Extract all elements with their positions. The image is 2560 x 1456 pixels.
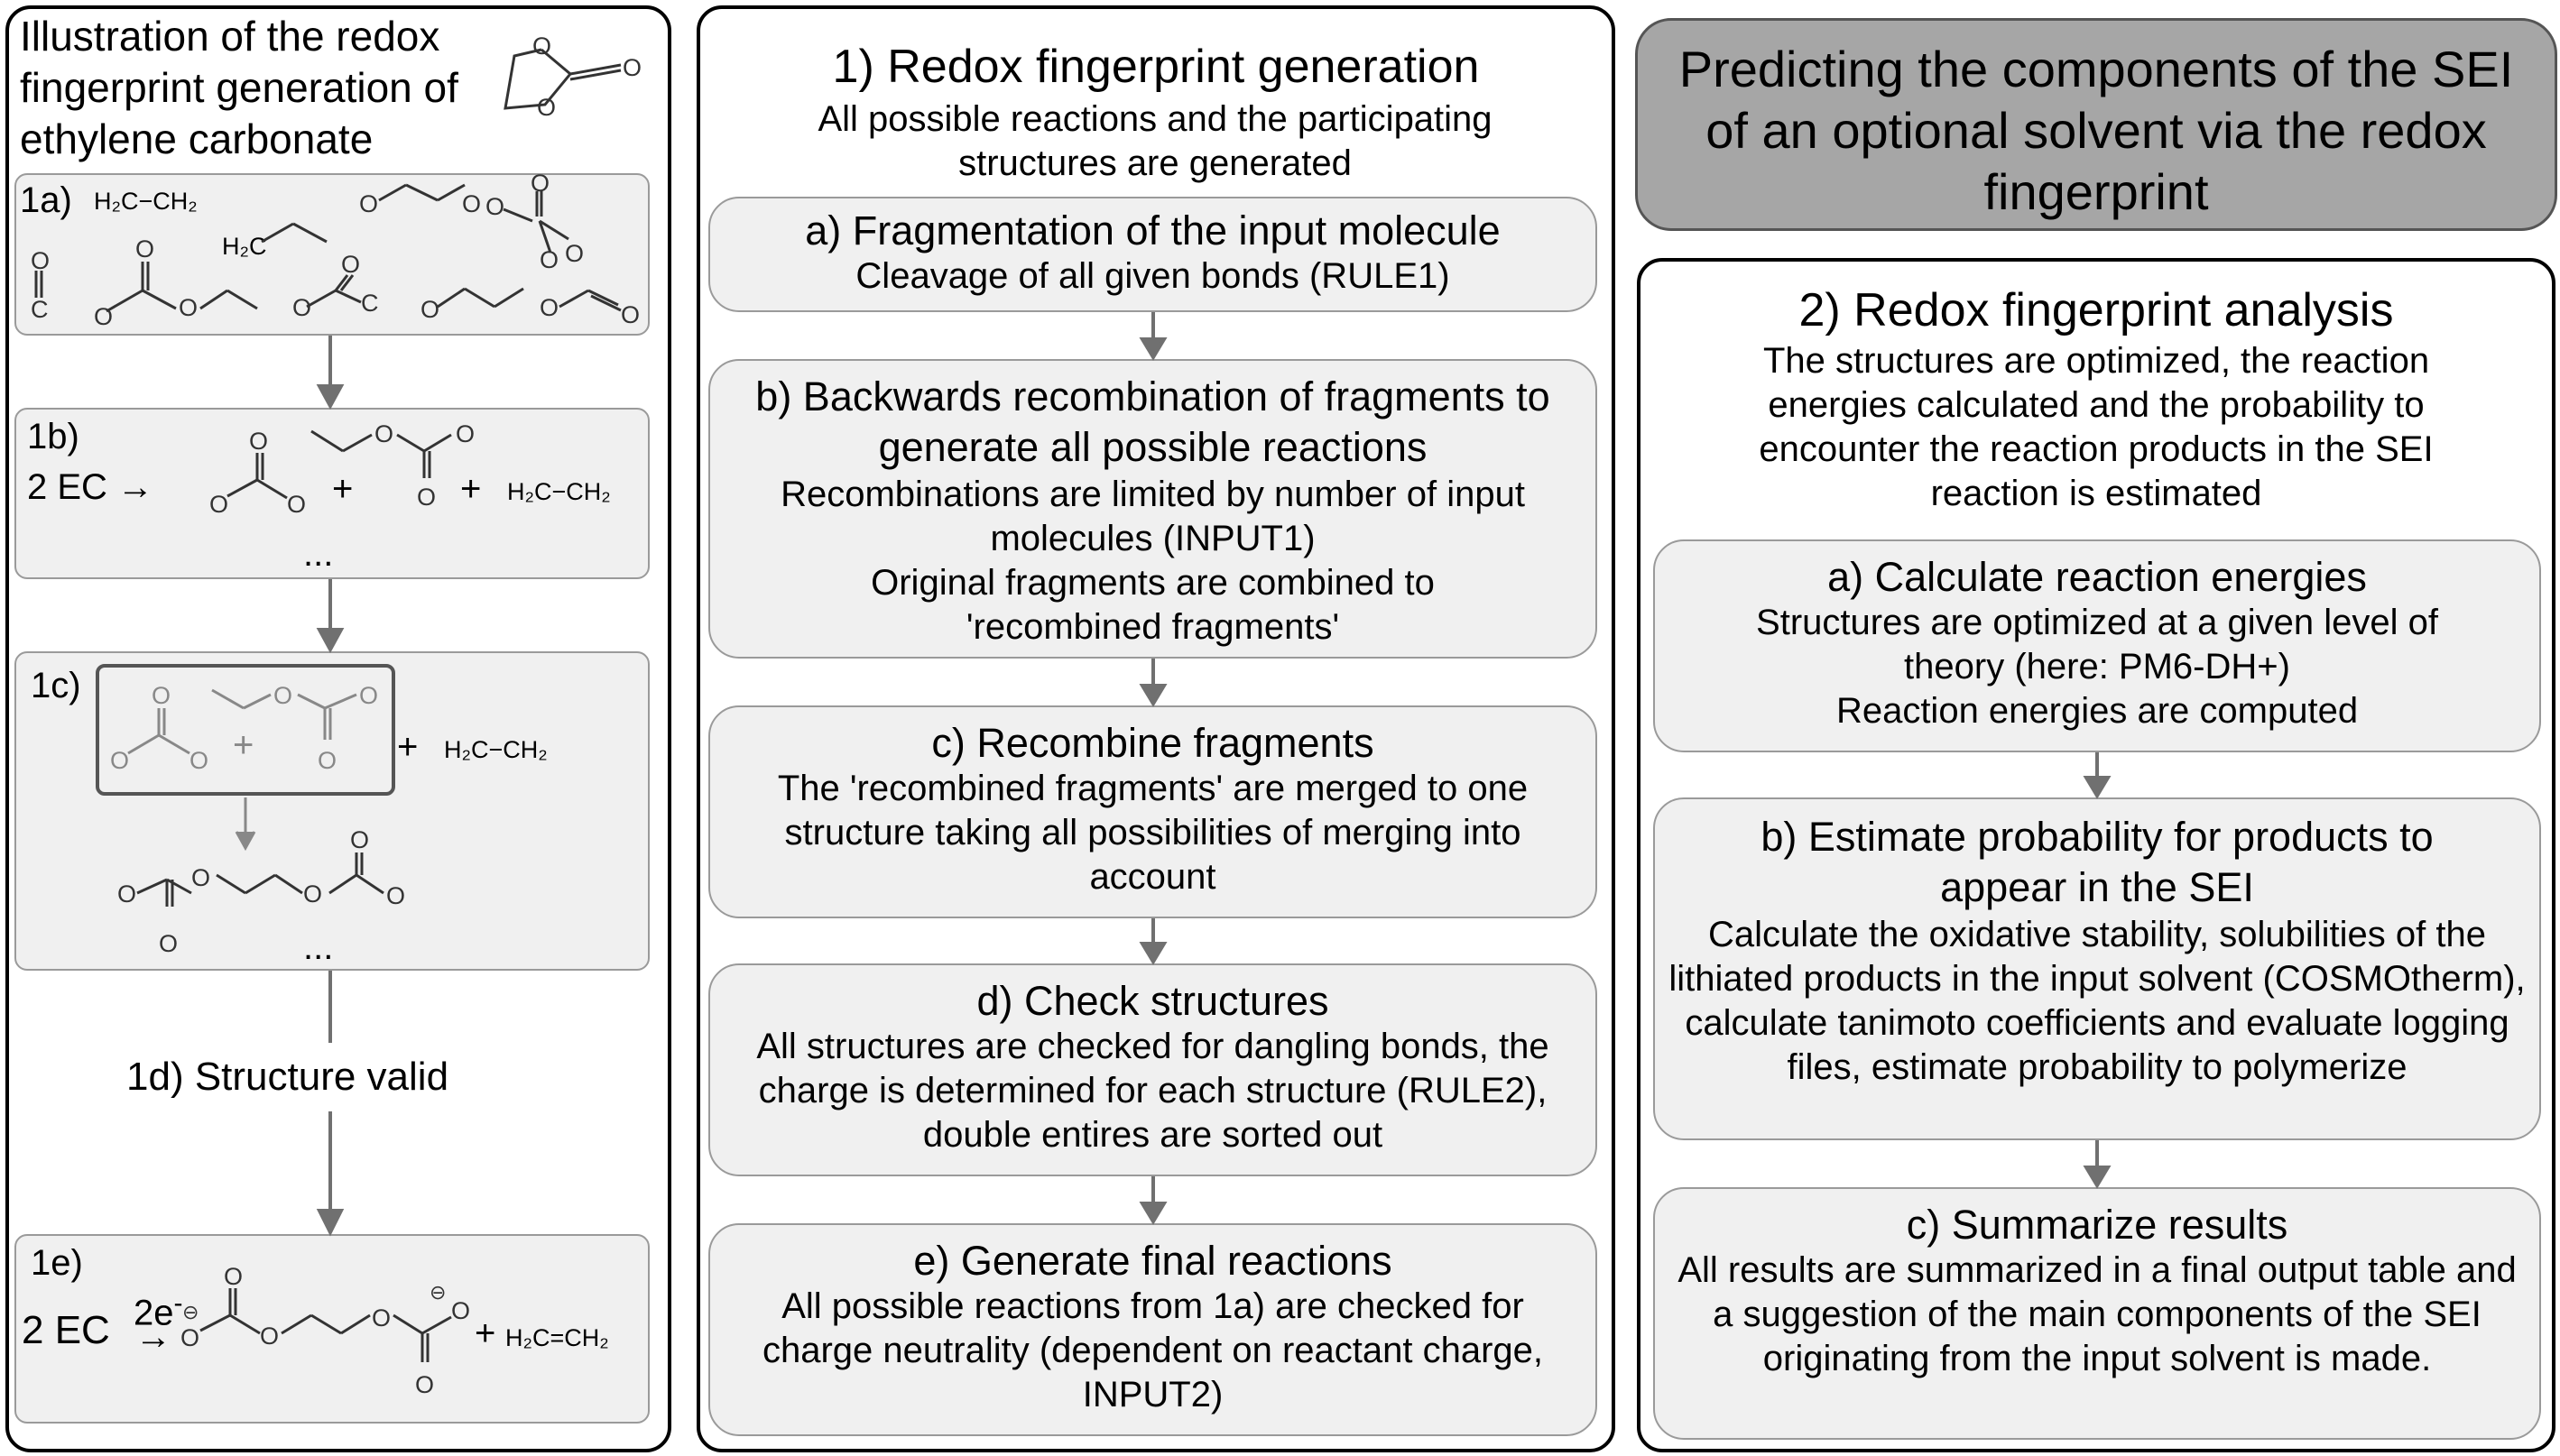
middle-box-b: b) Backwards recombination of fragments … [708,359,1597,659]
step-1c-recombined-frame [96,664,395,796]
step-1b-equation: 2 EC → [27,467,154,507]
middle-box-c: c) Recombine fragments The 'recombined f… [708,705,1597,918]
right-box-a-title: a) Calculate reaction energies [1827,554,2367,600]
right-box-c-body: All results are summarized in a final ou… [1677,1250,2517,1378]
middle-box-d-body: All structures are checked for dangling … [756,1027,1549,1155]
right-box-c-title: c) Summarize results [1906,1202,2288,1248]
right-header-text: Predicting the components of the SEI of … [1678,41,2514,220]
middle-box-b-title: b) Backwards recombination of fragments … [755,373,1550,470]
step-1b-label: 1b) [27,417,79,456]
middle-box-d-title: d) Check structures [976,978,1329,1024]
right-box-c: c) Summarize results All results are sum… [1653,1187,2541,1440]
middle-box-a-body: Cleavage of all given bonds (RULE1) [855,256,1450,296]
step-1a-ethylene: H₂C−CH₂ [94,188,198,215]
right-box-b: b) Estimate probability for products to … [1653,797,2541,1140]
step-1c-plus-inner: + [233,725,254,765]
middle-box-e-title: e) Generate final reactions [913,1238,1392,1284]
step-1b-plus-2: + [460,469,482,509]
left-panel-title: Illustration of the redox fingerprint ge… [20,13,458,162]
step-1c-plus-outer: + [397,727,419,767]
right-panel-title: 2) Redox fingerprint analysis [1798,284,2394,336]
step-1e-arrow: → [135,1317,171,1357]
middle-box-e: e) Generate final reactions All possible… [708,1223,1597,1436]
middle-box-a-title: a) Fragmentation of the input molecule [805,207,1501,253]
right-box-a-body: Structures are optimized at a given leve… [1756,603,2438,687]
middle-box-b-body: Recombinations are limited by number of … [781,475,1525,558]
right-box-a-body2: Reaction energies are computed [1835,691,2359,731]
step-1c-ellipsis: ... [303,927,334,967]
step-1c-label: 1c) [31,666,81,705]
middle-box-d: d) Check structures All structures are c… [708,963,1597,1176]
step-1e-electrons: 2e- [134,1288,183,1333]
right-header-box: Predicting the components of the SEI of … [1635,18,2557,231]
middle-box-b-body2: Original fragments are combined to 'reco… [871,563,1435,647]
step-1e-plus: + [475,1313,496,1353]
step-1d-label: 1d) Structure valid [126,1055,449,1099]
middle-panel-title: 1) Redox fingerprint generation [832,41,1480,93]
step-1e-equation: 2 EC [22,1308,110,1352]
right-box-b-body: Calculate the oxidative stability, solub… [1668,915,2526,1087]
step-1b-plus-1: + [332,469,354,509]
step-1e-ethylene: H₂C=CH₂ [505,1324,609,1351]
middle-panel-subtitle: All possible reactions and the participa… [818,99,1493,183]
step-1a-ethyl: H₂C [222,233,267,260]
middle-box-a: a) Fragmentation of the input molecule C… [708,197,1597,312]
step-1e-electrons-sup: - [173,1288,183,1318]
step-1c-ethylene: H₂C−CH₂ [444,736,548,763]
step-1b-ellipsis: ... [303,534,334,574]
middle-box-e-body: All possible reactions from 1a) are chec… [762,1286,1544,1415]
step-1e-label: 1e) [31,1243,83,1283]
middle-box-c-title: c) Recombine fragments [931,720,1374,766]
step-1e-electrons-base: 2e [134,1293,174,1333]
step-1a-label: 1a) [20,180,72,220]
step-1b-ethylene: H₂C−CH₂ [507,478,611,505]
middle-box-c-body: The 'recombined fragments' are merged to… [777,769,1529,897]
right-panel-subtitle: The structures are optimized, the reacti… [1759,341,2434,513]
right-box-b-title: b) Estimate probability for products to … [1761,814,2434,910]
right-box-a: a) Calculate reaction energies Structure… [1653,539,2541,752]
